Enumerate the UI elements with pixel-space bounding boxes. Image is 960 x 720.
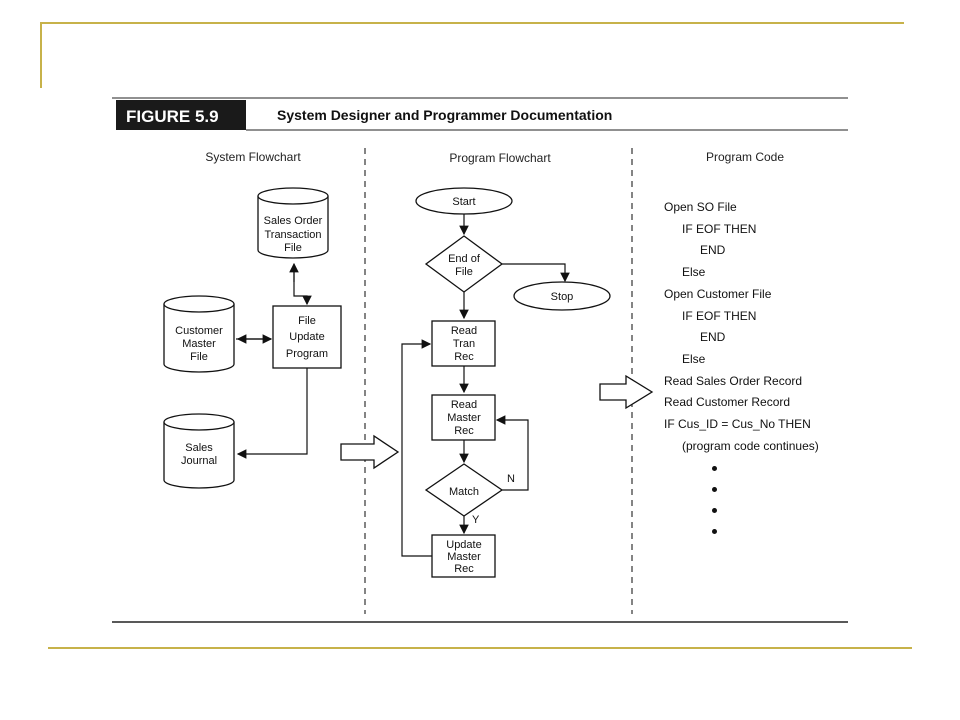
code-line: IF EOF THEN: [682, 308, 757, 323]
update-master-line-3: Rec: [454, 563, 474, 575]
arrow-match-no-loop: [495, 415, 529, 491]
arrow-to-update-program: [293, 266, 312, 306]
customer-master-file: Customer Master File: [163, 295, 235, 373]
end-of-file-decision: End of File: [424, 235, 504, 293]
code-line: Read Sales Order Record: [664, 373, 803, 388]
sales-journal-line-1: Sales: [185, 442, 213, 454]
top-accent-line: [40, 22, 904, 24]
program-flowchart-heading: Program Flowchart: [449, 151, 551, 165]
start-label: Start: [452, 196, 475, 208]
continuation-dot: [712, 487, 717, 493]
update-master-rec: Update Master Rec: [431, 534, 496, 578]
program-code-heading: Program Code: [706, 150, 784, 164]
update-master-line-1: Update: [446, 539, 481, 551]
code-line: Read Customer Record: [664, 395, 791, 410]
sales-order-line-3: File: [284, 242, 302, 254]
figure-title: System Designer and Programmer Documenta…: [277, 107, 612, 123]
customer-master-line-1: Customer: [175, 325, 223, 337]
bottom-accent-line: [48, 647, 912, 649]
file-update-program: File Update Program: [272, 305, 342, 369]
sales-journal: Sales Journal: [163, 413, 235, 489]
code-line: IF Cus_ID = Cus_No THEN: [664, 417, 811, 431]
arrow-program-to-journal: [236, 368, 308, 459]
transition-arrow-left: [340, 434, 400, 470]
code-line: Open SO File: [664, 200, 737, 214]
read-master-line-2: Master: [447, 412, 481, 424]
read-master-rec: Read Master Rec: [431, 394, 496, 441]
file-update-line-3: Program: [286, 348, 328, 360]
figure-drawing: FIGURE 5.9 System Designer and Programme…: [112, 97, 848, 623]
continuation-dot: [712, 466, 717, 472]
code-line: END: [700, 243, 726, 258]
code-line: Open Customer File: [664, 286, 772, 301]
code-line: IF EOF THEN: [682, 221, 757, 236]
read-tran-line-3: Rec: [454, 351, 474, 363]
system-flowchart-heading: System Flowchart: [205, 150, 301, 164]
match-yes-label: Y: [472, 514, 480, 526]
continuation-dot: [712, 508, 717, 514]
stop-terminal: Stop: [513, 281, 611, 311]
code-line: (program code continues): [682, 438, 819, 453]
match-no-label: N: [507, 473, 515, 485]
sales-order-line-1: Sales Order: [264, 215, 323, 227]
customer-master-line-3: File: [190, 351, 208, 363]
figure-label: FIGURE 5.9: [126, 107, 219, 126]
sales-journal-line-2: Journal: [181, 455, 217, 467]
eof-line-2: File: [455, 266, 473, 278]
eof-line-1: End of: [448, 253, 481, 265]
arrow-update-to-read-tran: [401, 339, 432, 557]
file-update-line-2: Update: [289, 331, 324, 343]
figure-5-9: FIGURE 5.9 System Designer and Programme…: [112, 96, 848, 624]
code-line: Else: [682, 265, 706, 280]
update-master-line-2: Master: [447, 551, 481, 563]
transition-arrow-right: [599, 374, 654, 410]
match-decision: Match: [424, 463, 504, 517]
continuation-dot: [712, 529, 717, 535]
left-accent-line: [40, 22, 42, 88]
sales-order-transaction-file: Sales Order Transaction File: [257, 187, 329, 259]
read-master-line-3: Rec: [454, 425, 474, 437]
code-line: Else: [682, 351, 706, 366]
sales-order-line-2: Transaction: [264, 229, 321, 241]
stop-label: Stop: [551, 291, 574, 303]
read-tran-line-1: Read: [451, 325, 477, 337]
file-update-line-1: File: [298, 315, 316, 327]
code-line: END: [700, 330, 726, 345]
read-master-line-1: Read: [451, 399, 477, 411]
start-terminal: Start: [415, 187, 513, 215]
match-label: Match: [449, 486, 479, 498]
read-tran-line-2: Tran: [453, 338, 475, 350]
customer-master-line-2: Master: [182, 338, 216, 350]
figure-label-box: [116, 100, 246, 130]
read-tran-rec: Read Tran Rec: [431, 320, 496, 367]
arrow-eof-to-stop: [502, 263, 570, 283]
